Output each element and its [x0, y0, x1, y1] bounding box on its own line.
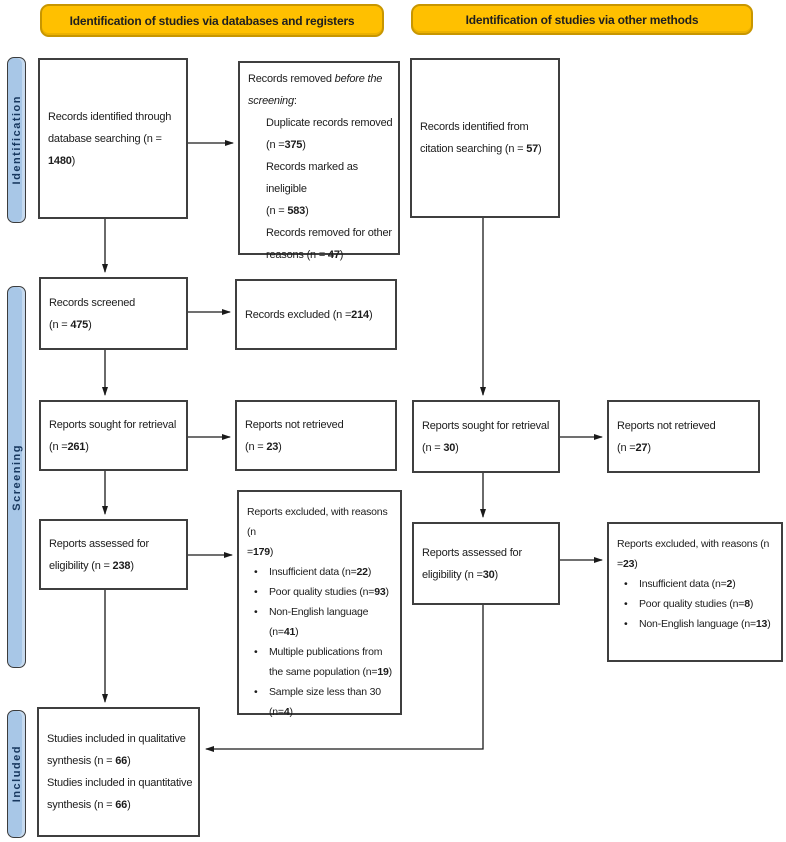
box-reports-excluded-reasons-databases: Reports excluded, with reasons (n=179)In… — [237, 490, 402, 718]
stage-label-screening: Screening — [7, 286, 26, 668]
box-reports-sought-databases: Reports sought for retrieval(n =261) — [39, 400, 188, 471]
box-reports-not-retrieved-databases: Reports not retrieved(n = 23) — [235, 400, 397, 471]
box-records-screened: Records screened(n = 475) — [39, 277, 188, 350]
box-reports-excluded-reasons-other: Reports excluded, with reasons (n=23)Ins… — [607, 522, 783, 662]
stage-label-included-text: Included — [10, 745, 23, 803]
stage-label-identification-text: Identification — [10, 95, 23, 185]
box-reports-not-retrieved-other: Reports not retrieved(n =27) — [607, 400, 760, 473]
header-databases-registers: Identification of studies via databases … — [40, 4, 384, 37]
box-records-excluded: Records excluded (n =214) — [235, 279, 397, 350]
stage-label-included: Included — [7, 710, 26, 838]
stage-label-screening-text: Screening — [10, 443, 23, 511]
box-reports-sought-other: Reports sought for retrieval(n = 30) — [412, 400, 560, 473]
stage-label-identification: Identification — [7, 57, 26, 223]
header-other-methods: Identification of studies via other meth… — [411, 4, 753, 35]
